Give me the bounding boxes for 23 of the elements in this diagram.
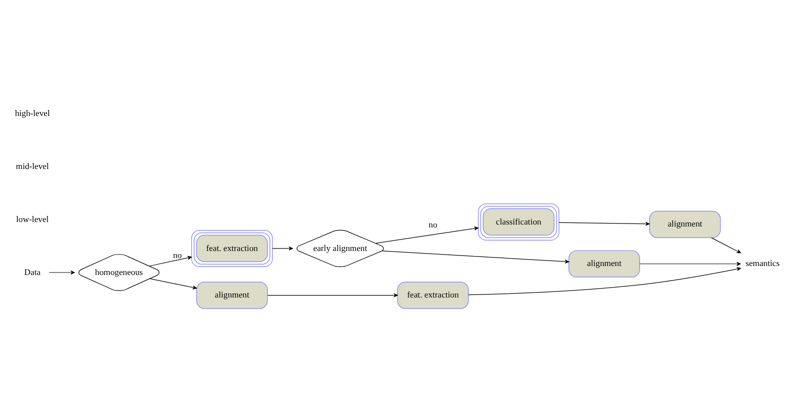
arrow [468,267,741,296]
node-box: alignment [649,210,721,238]
arrow [48,270,75,274]
arrow [267,293,398,298]
edge-label: no [428,220,438,230]
arrow [148,256,192,266]
edge-label: no [173,250,182,260]
arrow [375,226,478,244]
node-box: alignment [568,250,640,278]
arrow [382,250,570,264]
arrow [711,237,742,254]
node-box: alignment [196,282,268,309]
node-box: feat. extraction [397,282,469,309]
node-text: semantics [746,258,780,268]
node-text: Data [24,266,41,277]
label: mid-level [16,160,49,171]
label: low-level [16,214,49,224]
arrow [558,222,650,226]
arrow [150,278,197,290]
label: high-level [14,108,50,118]
arrow [272,246,293,250]
node-box: feat. extraction [191,230,273,267]
arrow [639,262,741,266]
